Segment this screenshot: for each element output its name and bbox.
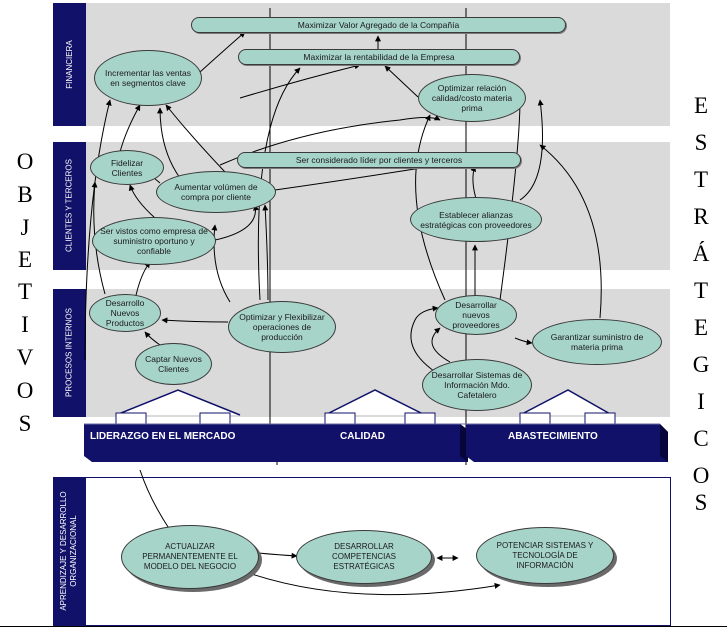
oval-operaciones: Optimizar y Flexibilizar operaciones de … <box>228 301 336 353</box>
oval-tecnologia: POTENCIAR SISTEMAS Y TECNOLOGÍA DE INFOR… <box>476 527 614 584</box>
theme-abastecimiento: ABASTECIMIENTO <box>508 431 598 442</box>
oval-incrementar-ventas: Incrementar las ventas en segmentos clav… <box>94 50 202 106</box>
oval-alianzas: Establecer alianzas estratégicas con pro… <box>410 197 542 242</box>
oval-nuevos-productos: Desarrollo Nuevos Productos <box>89 294 161 332</box>
oval-fidelizar: Fidelizar Clientes <box>90 150 164 185</box>
oval-captar: Captar Nuevos Clientes <box>135 343 212 385</box>
aprendizaje-side: APRENDIZAJE Y DESARROLLO ORGANIZACIONAL <box>53 477 86 625</box>
procesos-side: PROCESOS INTERNOS <box>53 289 86 417</box>
oval-competencias: DESARROLLAR COMPETENCIAS ESTRATÉGICAS <box>296 530 432 584</box>
oval-vistos: Ser vistos como empresa de suministro op… <box>92 217 216 265</box>
oval-garantizar-suministro: Garantizar suministro de materia prima <box>532 319 662 365</box>
pill-maximizar-rentabilidad: Maximizar la rentabilidad de la Empresa <box>238 49 520 65</box>
pill-maximizar-valor: Maximizar Valor Agregado de la Compañía <box>191 17 566 33</box>
bottom-rule <box>0 626 727 627</box>
oval-calidad-costo: Optimizar relación calidad/costo materia… <box>418 74 526 122</box>
theme-calidad: CALIDAD <box>340 431 385 442</box>
oval-volumen: Aumentar volúmen de compra por cliente <box>156 171 276 213</box>
oval-sistemas-mercado: Desarrollar Sistemas de Información Mdo.… <box>422 359 532 411</box>
oval-nuevos-proveedores: Desarrollar nuevos proveedores <box>435 295 517 335</box>
oval-actualizar-modelo: ACTUALIZAR PERMANENTEMENTE EL MODELO DEL… <box>121 525 259 589</box>
financiera-side: FINANCIERA <box>53 3 86 126</box>
clientes-side: CLIENTES Y TERCEROS <box>53 142 86 270</box>
theme-liderazgo: LIDERAZGO EN EL MERCADO <box>90 431 236 442</box>
pill-lider: Ser considerado líder por clientes y ter… <box>237 152 521 168</box>
